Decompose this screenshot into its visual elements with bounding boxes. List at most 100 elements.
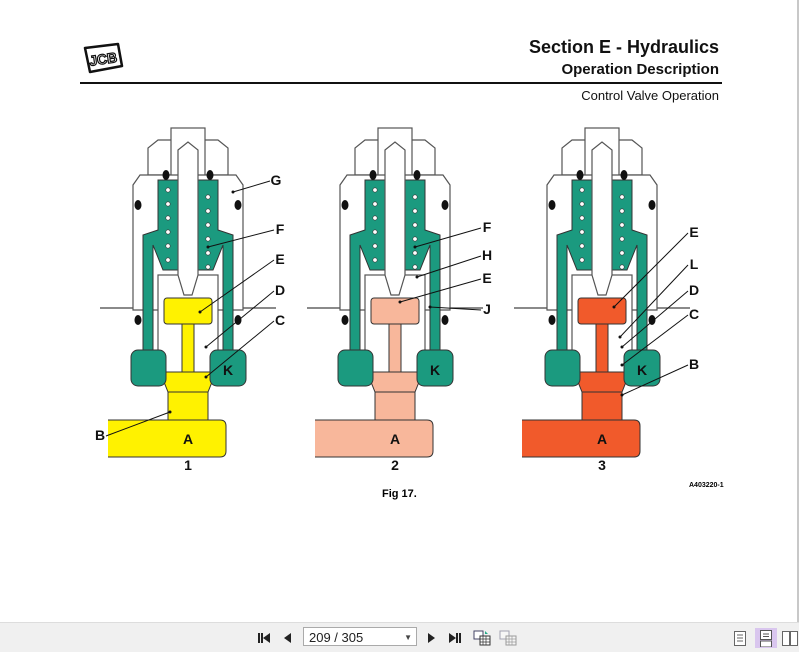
spring-coil bbox=[205, 236, 211, 242]
supply-pipe bbox=[108, 419, 227, 458]
plunger bbox=[591, 141, 613, 296]
spring-coil bbox=[372, 243, 378, 249]
fluid-port bbox=[581, 391, 623, 423]
next-page-button[interactable] bbox=[424, 630, 438, 646]
paste-page-button[interactable] bbox=[498, 630, 518, 646]
diagram-number: 1 bbox=[184, 457, 192, 473]
table-paste-icon bbox=[499, 630, 517, 646]
prev-page-button[interactable] bbox=[280, 630, 294, 646]
page-number-select[interactable]: 209 / 305 ▼ bbox=[303, 627, 417, 646]
single-page-view-button[interactable] bbox=[731, 630, 749, 646]
callout-label-f: F bbox=[483, 219, 492, 235]
port-label-a: A bbox=[183, 431, 193, 447]
callout-dot bbox=[618, 335, 622, 339]
prev-page-icon bbox=[284, 633, 291, 643]
spring-coil bbox=[372, 201, 378, 207]
first-page-button[interactable] bbox=[256, 630, 272, 646]
callout-label-f: F bbox=[276, 221, 285, 237]
spring-coil bbox=[205, 222, 211, 228]
o-ring-seal bbox=[576, 170, 584, 180]
spring-coil bbox=[165, 257, 171, 263]
viewer-toolbar: 209 / 305 ▼ bbox=[0, 622, 799, 652]
spring-coil bbox=[619, 208, 625, 214]
fluid-passage bbox=[181, 323, 195, 373]
port-block-left bbox=[130, 349, 167, 387]
supply-pipe bbox=[522, 419, 641, 458]
callout-line bbox=[429, 306, 482, 311]
figure-reference: A403220-1 bbox=[689, 482, 724, 489]
spring-coil bbox=[372, 215, 378, 221]
o-ring-seal bbox=[413, 170, 421, 180]
o-ring-seal bbox=[548, 315, 556, 325]
callout-dot bbox=[398, 300, 402, 304]
o-ring-seal bbox=[134, 200, 142, 210]
pilot-chamber bbox=[556, 179, 648, 371]
last-page-button[interactable] bbox=[447, 630, 463, 646]
copy-page-button[interactable] bbox=[472, 630, 492, 646]
supply-pipe bbox=[315, 419, 434, 458]
fluid-port bbox=[374, 391, 416, 423]
block-label-k: K bbox=[637, 362, 647, 378]
spring-coil bbox=[412, 208, 418, 214]
spring-coil bbox=[372, 257, 378, 263]
spring-coil bbox=[165, 187, 171, 193]
callout-label-b: B bbox=[95, 427, 105, 443]
callout-label-c: C bbox=[689, 306, 699, 322]
o-ring-seal bbox=[206, 170, 214, 180]
spring-coil bbox=[412, 264, 418, 270]
callout-line bbox=[399, 278, 482, 303]
port-block-left bbox=[544, 349, 581, 387]
callout-label-e: E bbox=[689, 224, 698, 240]
callout-line bbox=[205, 320, 275, 378]
o-ring-seal bbox=[162, 170, 170, 180]
o-ring-seal bbox=[134, 315, 142, 325]
fluid-spool-region bbox=[370, 297, 420, 325]
spring-coil bbox=[579, 243, 585, 249]
callout-line bbox=[205, 290, 275, 348]
next-page-icon bbox=[428, 633, 435, 643]
callout-label-c: C bbox=[275, 312, 285, 328]
two-page-view-button[interactable] bbox=[781, 630, 799, 646]
spring-coil bbox=[205, 250, 211, 256]
callout-line bbox=[621, 364, 689, 396]
o-ring-seal bbox=[234, 200, 242, 210]
callout-label-j: J bbox=[483, 301, 491, 317]
first-page-icon bbox=[258, 633, 270, 643]
callout-dot bbox=[198, 310, 202, 314]
subtitle: Operation Description bbox=[561, 61, 719, 78]
spring-coil bbox=[165, 201, 171, 207]
spring-coil bbox=[205, 208, 211, 214]
callout-line bbox=[232, 180, 271, 193]
callout-dot bbox=[620, 393, 624, 397]
callout-dot bbox=[413, 245, 417, 249]
two-page-icon bbox=[782, 630, 798, 646]
o-ring-seal bbox=[441, 315, 449, 325]
diagram-number: 3 bbox=[598, 457, 606, 473]
spring-coil bbox=[412, 236, 418, 242]
spring-coil bbox=[412, 194, 418, 200]
port-block-k bbox=[416, 349, 454, 387]
continuous-view-button[interactable] bbox=[755, 628, 777, 648]
callout-dot bbox=[428, 305, 432, 309]
port-label-a: A bbox=[597, 431, 607, 447]
o-ring-seal bbox=[648, 200, 656, 210]
port-block-k bbox=[209, 349, 247, 387]
fluid-spool-region bbox=[163, 297, 213, 325]
spring-coil bbox=[165, 215, 171, 221]
plunger bbox=[384, 141, 406, 296]
callout-line bbox=[414, 227, 482, 248]
callout-label-e: E bbox=[275, 251, 284, 267]
callout-line bbox=[416, 255, 482, 278]
o-ring-seal bbox=[620, 170, 628, 180]
spring-coil bbox=[619, 222, 625, 228]
o-ring-seal bbox=[369, 170, 377, 180]
spring-coil bbox=[412, 250, 418, 256]
callout-line bbox=[105, 411, 171, 437]
callout-dot bbox=[206, 245, 210, 249]
o-ring-seal bbox=[441, 200, 449, 210]
callout-dot bbox=[620, 363, 624, 367]
table-copy-icon bbox=[473, 630, 491, 646]
header-divider bbox=[80, 82, 722, 84]
